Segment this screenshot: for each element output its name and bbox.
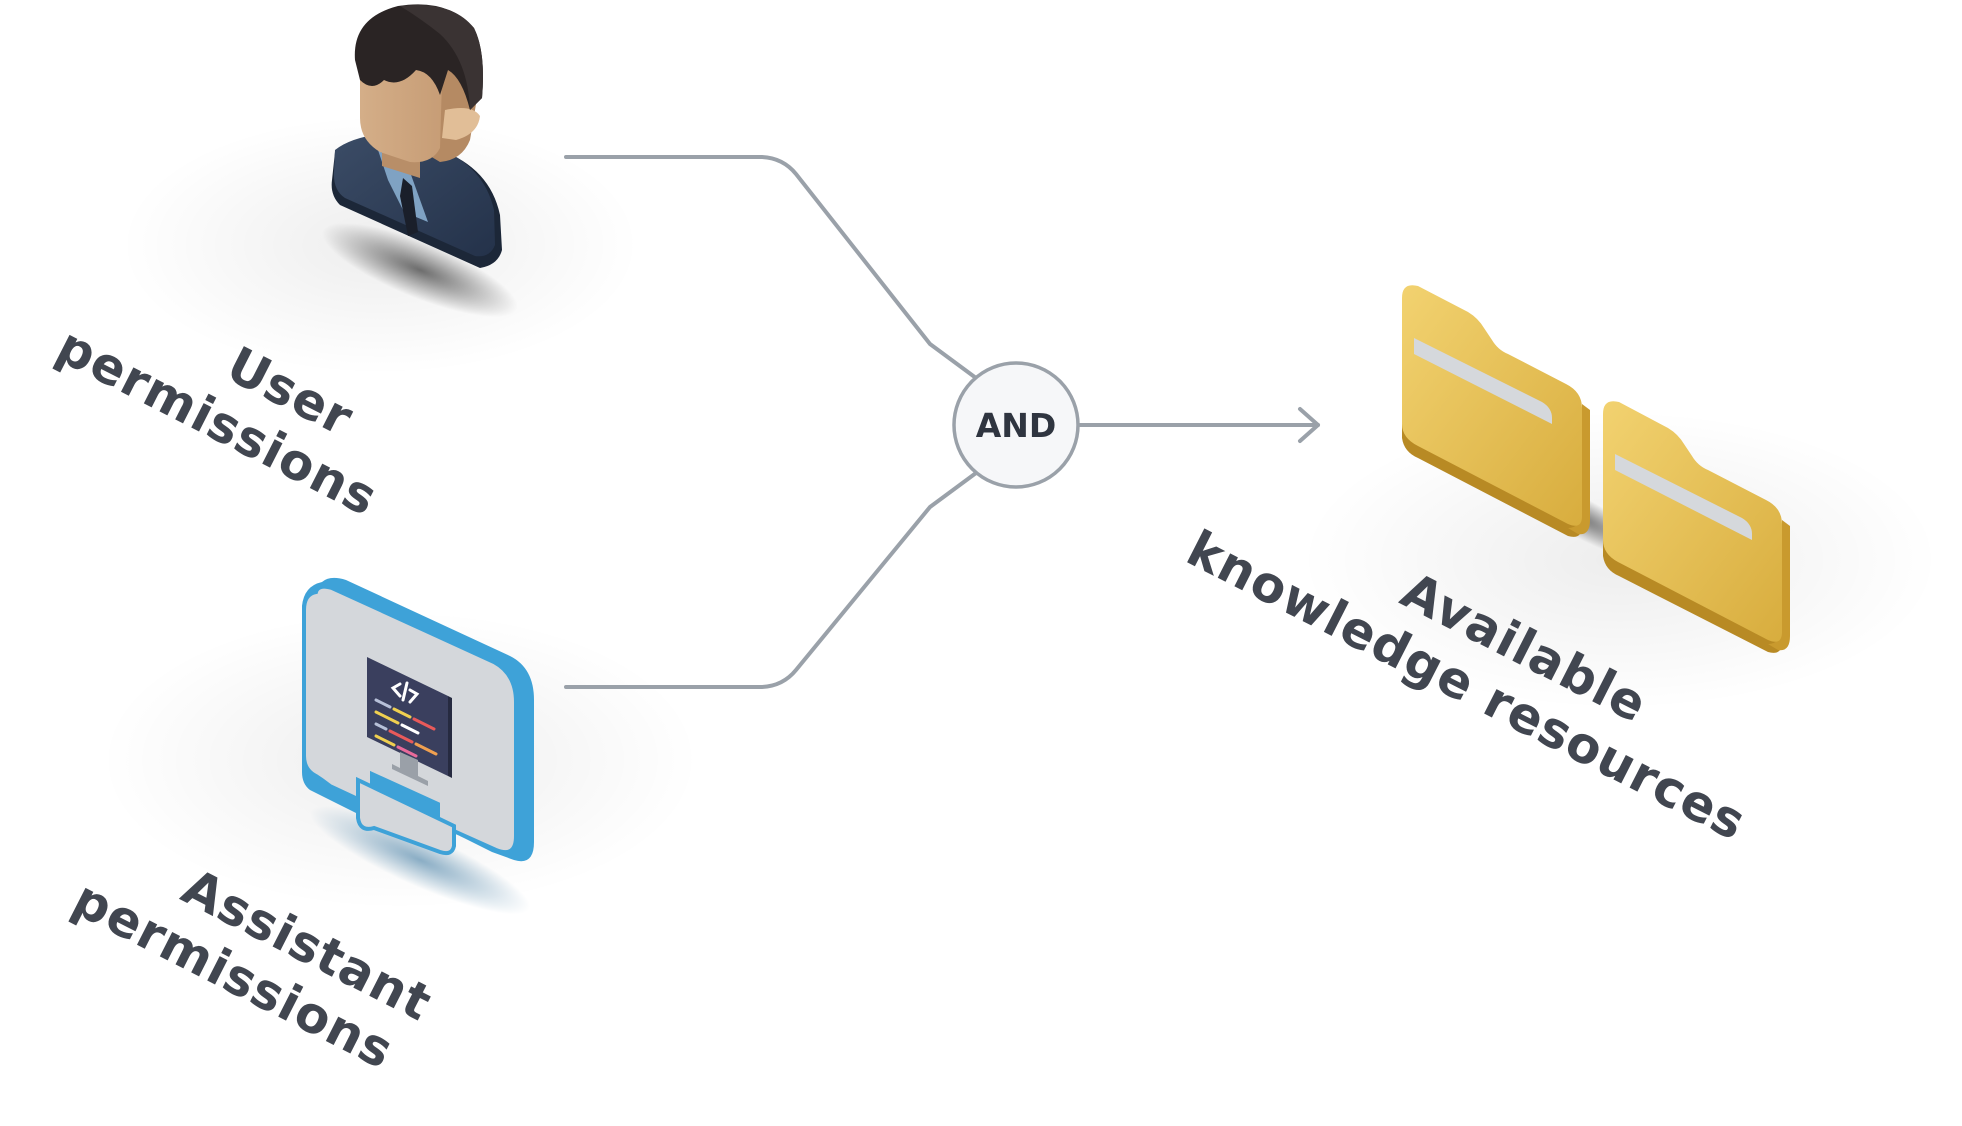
and-node-label: AND [976,406,1057,445]
folder-icon [1402,285,1790,653]
bubble-tail [356,776,456,856]
arrow-head [1298,407,1320,443]
folder-1-paper [1414,338,1552,424]
monitor-stand [392,752,428,786]
user-ear [442,108,480,140]
icon-shadow [309,805,531,915]
folder-1-front [1402,285,1582,526]
icon-shadow [322,222,518,318]
and-node-circle [952,361,1080,489]
folder-1-side [1568,404,1590,535]
folder-2-side [1768,520,1790,651]
connectors [564,155,1320,689]
code-icon [367,657,452,786]
user-hair-highlight [400,4,483,110]
connector-user [564,155,978,380]
user-avatar-icon [322,4,518,318]
connector-assistant [564,471,978,689]
folder-2-front [1603,401,1782,642]
user-tie [400,178,418,236]
monitor-side [448,696,452,778]
assistant-bubble-icon [302,577,534,915]
folder-2-paper [1615,454,1752,540]
code-lines [374,681,438,758]
and-node: AND [952,361,1080,489]
